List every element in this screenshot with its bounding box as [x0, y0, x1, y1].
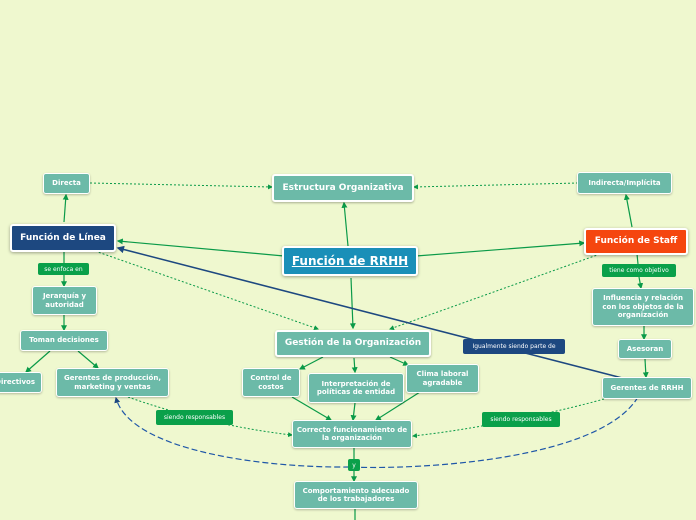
- edge-asesoran-gerentes: [642, 358, 649, 379]
- node-funcion-linea[interactable]: Función de Línea: [10, 224, 116, 252]
- node-estructura-organizativa[interactable]: Estructura Organizativa: [272, 174, 414, 202]
- label-siendo-responsables-right: siendo responsables: [482, 412, 560, 427]
- node-asesoran-label: Asesoran: [626, 344, 664, 353]
- label-igualmente-siendo-parte: Igualmente siendo parte de: [463, 339, 565, 354]
- edge-staff-gestion: [389, 253, 601, 331]
- node-toman-decisiones[interactable]: Toman decisiones: [20, 330, 108, 351]
- edge-clima-correcto: [374, 391, 421, 421]
- edge-interpretacion-correcto: [350, 402, 357, 422]
- edge-control-correcto: [291, 396, 333, 421]
- edge-main-staff: [415, 240, 586, 257]
- node-linea-label: Función de Línea: [20, 232, 106, 243]
- edge-tiene-influencia: [637, 276, 644, 290]
- node-clima-laboral[interactable]: Clima laboral agradable: [406, 364, 479, 393]
- node-indirecta[interactable]: Indirecta/Implícita: [577, 172, 672, 194]
- edge-staff-indirecta: [623, 193, 633, 228]
- node-correcto-label: Correcto funcionamiento de la organizaci…: [296, 425, 408, 442]
- node-asesoran[interactable]: Asesoran: [618, 339, 672, 359]
- node-comportamiento[interactable]: Comportamiento adecuado de los trabajado…: [294, 481, 418, 509]
- edge-gestion-clima: [389, 356, 410, 366]
- node-comportamiento-label: Comportamiento adecuado de los trabajado…: [302, 486, 410, 503]
- node-indirecta-label: Indirecta/Implícita: [588, 178, 661, 187]
- edge-linea-directa: [62, 193, 69, 223]
- node-directivos-label: Directivos: [0, 378, 35, 387]
- node-funcion-staff[interactable]: Función de Staff: [584, 228, 688, 255]
- node-clima-label: Clima laboral agradable: [416, 370, 469, 387]
- node-staff-label: Función de Staff: [594, 236, 678, 247]
- edge-main-estructura: [341, 201, 349, 247]
- node-gerentes-produccion[interactable]: Gerentes de producción, marketing y vent…: [56, 368, 169, 397]
- node-interpretacion[interactable]: Interpretación de políticas de entidad: [308, 373, 404, 403]
- edge-linea-gestion: [94, 250, 319, 331]
- node-gerentes-rrhh[interactable]: Gerentes de RRHH: [602, 377, 692, 399]
- edge-toman-directivos: [25, 350, 51, 373]
- node-control-costos[interactable]: Control de costos: [242, 368, 300, 397]
- label-se-enfoca-en: se enfoca en: [38, 263, 89, 275]
- node-estructura-label: Estructura Organizativa: [282, 182, 404, 193]
- edge-gerentesrrhh-linea: [116, 245, 631, 381]
- node-interpretacion-label: Interpretación de políticas de entidad: [316, 379, 396, 396]
- edge-indirecta-estructura: [413, 182, 579, 190]
- edge-toman-gerentes: [77, 350, 99, 369]
- node-toman-label: Toman decisiones: [29, 336, 99, 345]
- node-correcto-funcionamiento[interactable]: Correcto funcionamiento de la organizaci…: [292, 420, 412, 448]
- node-funcion-rrhh[interactable]: Función de RRHH: [282, 246, 418, 276]
- label-y: y: [348, 459, 360, 471]
- node-directa[interactable]: Directa: [43, 173, 90, 194]
- edge-gerentes-dashed-loop: [114, 396, 639, 469]
- node-influencia-label: Influencia y relación con los objetos de…: [602, 294, 684, 320]
- node-influencia[interactable]: Influencia y relación con los objetos de…: [592, 288, 694, 326]
- edge-gerentesrrhh-correcto: [412, 398, 605, 439]
- edge-gestion-interpretacion: [351, 357, 358, 374]
- edge-directa-estructura: [89, 182, 273, 190]
- node-jerarquia[interactable]: Jerarquía y autoridad: [32, 286, 97, 315]
- edge-staff-tiene: [636, 253, 639, 265]
- edge-gestion-control: [298, 356, 324, 370]
- node-funcion-rrhh-label: Función de RRHH: [291, 253, 409, 268]
- node-gerentes-rrhh-label: Gerentes de RRHH: [610, 383, 684, 392]
- node-gerentes-prod-label: Gerentes de producción, marketing y vent…: [64, 374, 161, 391]
- edge-main-linea: [116, 238, 285, 257]
- node-control-label: Control de costos: [250, 374, 292, 391]
- edge-main-gestion: [349, 277, 356, 330]
- node-directivos[interactable]: Directivos: [0, 372, 42, 393]
- label-siendo-responsables-left: siendo responsables: [156, 410, 233, 425]
- node-jerarquia-label: Jerarquía y autoridad: [42, 292, 87, 309]
- label-tiene-como-objetivo: tiene como objetivo: [602, 264, 676, 277]
- node-gestion-organizacion[interactable]: Gestión de la Organización: [275, 330, 431, 357]
- node-directa-label: Directa: [52, 179, 81, 188]
- node-gestion-label: Gestión de la Organización: [284, 338, 422, 349]
